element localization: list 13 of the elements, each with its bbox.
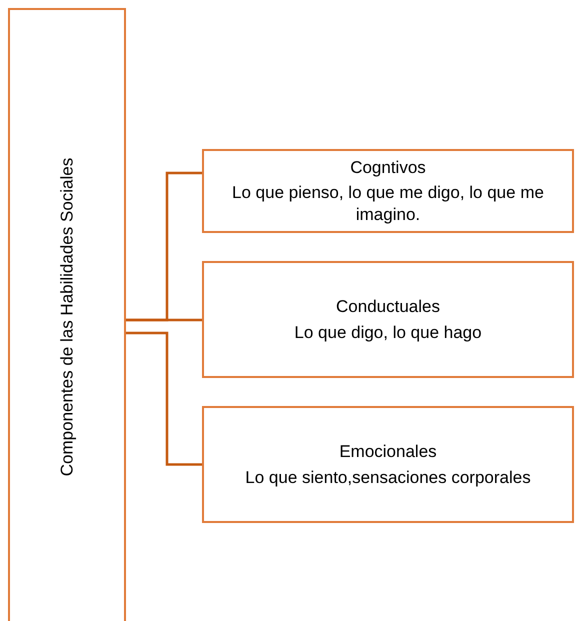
box-description: Lo que pienso, lo que me digo, lo que me imagino.: [231, 182, 545, 225]
box-heading: Emocionales: [339, 441, 437, 462]
component-box: [202, 149, 574, 233]
component-box: [202, 261, 574, 378]
box-heading: Conductuales: [336, 296, 440, 318]
box-description: Lo que siento,sensaciones corporales: [245, 466, 531, 488]
component-box: [202, 406, 574, 523]
connector-line: [126, 318, 202, 322]
box-heading: Cogntivos: [350, 157, 426, 178]
box-description: Lo que digo, lo que hago: [294, 322, 482, 343]
connector-line: [126, 332, 202, 466]
vertical-title: Componentes de las Habilidades Sociales: [56, 158, 78, 476]
category-box: [8, 8, 126, 621]
